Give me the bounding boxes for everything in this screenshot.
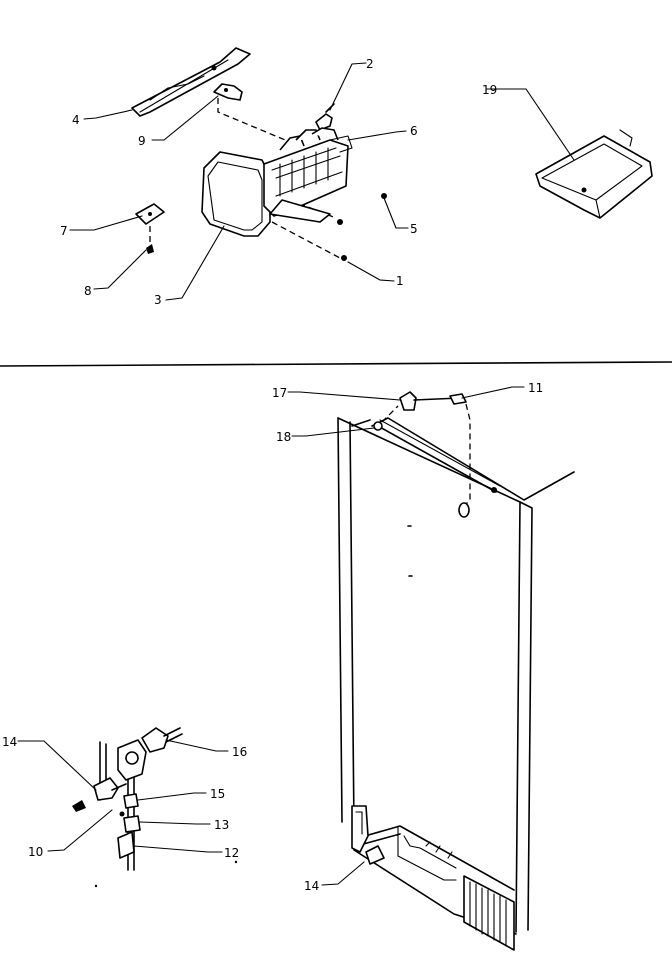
- callout-3: 3: [154, 293, 162, 307]
- callout-2: 2: [366, 57, 374, 71]
- part-ice-mold: [263, 127, 349, 223]
- part-bracket-screw: [146, 244, 154, 254]
- part-screw-5b: [337, 219, 343, 225]
- part-clip-12: [117, 831, 135, 859]
- water-valve-assembly: [72, 727, 238, 888]
- callout-13: 13: [214, 818, 229, 832]
- ice-maker-assembly: [131, 47, 387, 261]
- part-screw-10: [72, 800, 86, 812]
- part-fitting-15: [123, 793, 139, 809]
- part-bail-arm: [131, 47, 251, 117]
- callout-12: 12: [224, 846, 239, 860]
- callout-1: 1: [396, 274, 404, 288]
- callout-7: 7: [60, 224, 68, 238]
- callout-9: 9: [138, 134, 146, 148]
- alignment-line-upper: [217, 98, 291, 143]
- part-fitting-13: [123, 815, 141, 833]
- callout-19: 19: [482, 83, 497, 97]
- part-valve-body: [93, 739, 147, 801]
- part-front-cover: [201, 151, 271, 237]
- machine-compartment: [351, 805, 517, 951]
- callout-5: 5: [410, 222, 418, 236]
- part-grommet-18: [373, 421, 383, 431]
- part-connector-16: [141, 727, 183, 753]
- alignment-line-lower: [271, 221, 341, 259]
- callout-16: 16: [232, 745, 247, 759]
- callout-6: 6: [410, 124, 418, 138]
- callout-11: 11: [528, 381, 543, 395]
- callout-14-valve: 14: [2, 735, 17, 749]
- callout-8: 8: [84, 284, 92, 298]
- callout-labels: 1 2 3 4 5 6 7 8 9 10 11 12 13 14 15 16 1…: [2, 57, 543, 893]
- part-screw-1: [341, 255, 347, 261]
- callout-18: 18: [276, 430, 291, 444]
- part-ice-bucket: [535, 129, 653, 219]
- callout-14-cabinet: 14: [304, 879, 319, 893]
- part-screw-5a: [381, 193, 387, 199]
- callout-15: 15: [210, 787, 225, 801]
- cabinet-back-panel: [337, 391, 575, 951]
- callout-10: 10: [28, 845, 43, 859]
- callout-17: 17: [272, 386, 287, 400]
- part-lever: [329, 135, 353, 153]
- part-fitting-17: [399, 391, 467, 411]
- part-clip: [213, 83, 243, 101]
- callout-4: 4: [72, 113, 80, 127]
- leader-lines: [17, 62, 575, 886]
- part-bracket: [135, 203, 165, 225]
- section-divider: [0, 361, 672, 367]
